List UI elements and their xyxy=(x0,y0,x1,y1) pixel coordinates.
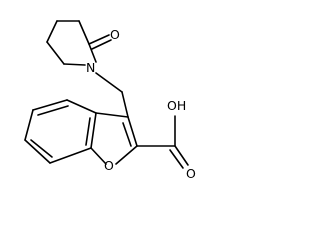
pyrrolidinone-ring xyxy=(46,20,112,66)
benzofuran-ring xyxy=(24,99,138,165)
bond-c3-c2 xyxy=(46,41,65,65)
bond-c3-c2 xyxy=(127,116,138,147)
atom-labels: O N OH O O xyxy=(86,27,196,181)
bond-c3-c3a xyxy=(95,112,129,118)
bond-co-double-1 xyxy=(88,34,110,45)
bond-ch2-c3 xyxy=(121,91,129,118)
bond-c3a-c7a-double xyxy=(85,117,91,146)
ketone-oxygen-label: O xyxy=(110,27,120,42)
bond-c3a-c7a xyxy=(90,112,97,149)
bond-co-double-2 xyxy=(91,39,112,50)
hydroxyl-label: OH xyxy=(167,98,186,113)
carboxylic-acid xyxy=(136,115,189,169)
molecule-diagram: O N OH O O xyxy=(24,20,196,181)
methylene-linker xyxy=(95,72,129,118)
bond-c5-c2 xyxy=(78,20,90,45)
bond-c3a-c4 xyxy=(66,99,97,114)
bond-c2-n-ring xyxy=(63,63,86,66)
bond-o1-c7a xyxy=(90,147,107,165)
bond-c3-c2-double xyxy=(122,122,132,147)
furan-oxygen-label: O xyxy=(104,158,114,173)
bond-n-ch2 xyxy=(95,72,123,93)
bond-c-o-double-1 xyxy=(174,145,189,166)
bond-c2-o1 xyxy=(115,145,138,165)
bond-c6-c7 xyxy=(24,139,51,164)
bond-c4-c5 xyxy=(32,99,68,111)
bond-c2-n xyxy=(88,43,97,63)
bond-c-o-double-2 xyxy=(169,149,184,169)
bond-c3-c4 xyxy=(46,20,58,43)
bond-c6-c7-double xyxy=(30,139,53,158)
bond-c7-c7a xyxy=(49,147,92,164)
bond-c5-c6 xyxy=(24,109,34,141)
carbonyl-oxygen-label: O xyxy=(186,166,196,181)
ring-nitrogen-label: N xyxy=(86,60,95,75)
bond-c4-c5-double xyxy=(37,105,69,116)
